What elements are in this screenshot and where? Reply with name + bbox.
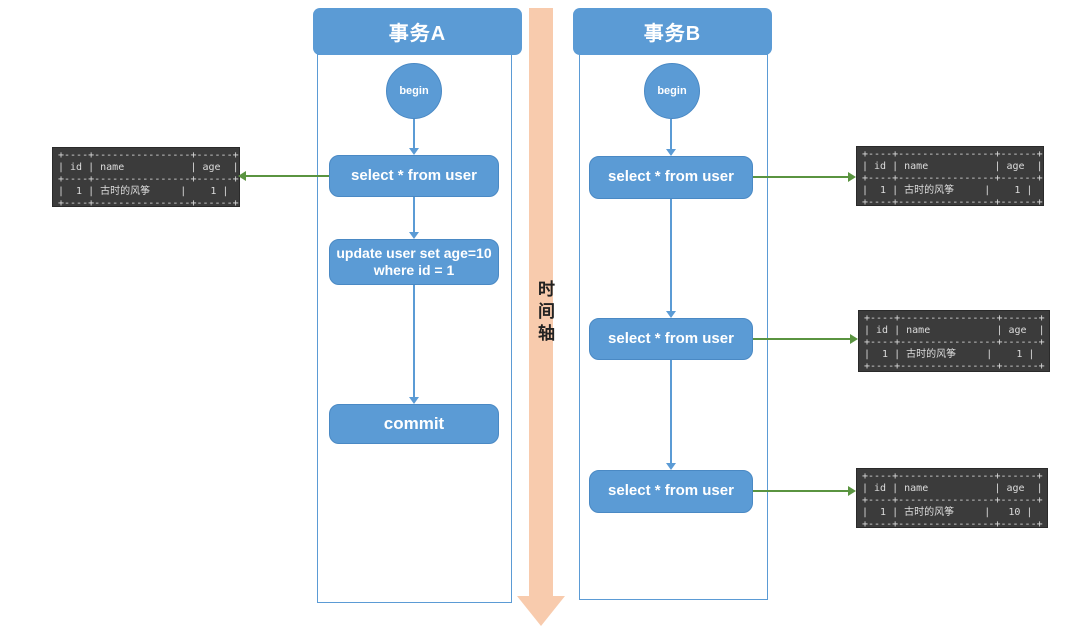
arrow-line (413, 197, 415, 233)
arrow-down-icon (666, 149, 676, 156)
result-table-b-select2: +----+----------------+------+ | id | na… (858, 310, 1050, 372)
transaction-a-update-node: update user set age=10 where id = 1 (329, 239, 499, 285)
arrow-right-icon (850, 334, 858, 344)
flow-arrow-a-update-to-commit (408, 285, 420, 404)
transaction-a-select-node: select * from user (329, 155, 499, 197)
arrow-down-icon (666, 463, 676, 470)
transaction-a-begin-node: begin (386, 63, 442, 119)
arrow-down-icon (409, 397, 419, 404)
transaction-b-title: 事务B (573, 8, 772, 55)
result-arrow-b-select3 (753, 485, 856, 497)
transaction-b-select1-node: select * from user (589, 156, 753, 199)
arrow-line (753, 490, 849, 492)
timeline-label: 时间轴 (534, 280, 554, 346)
timeline-bar (529, 8, 553, 598)
arrow-line (413, 119, 415, 149)
arrow-line (670, 360, 672, 464)
arrow-line (670, 119, 672, 150)
transaction-b-select2-node: select * from user (589, 318, 753, 360)
arrow-down-icon (409, 148, 419, 155)
arrow-down-icon (666, 311, 676, 318)
transaction-b-select3-node: select * from user (589, 470, 753, 513)
arrow-line (753, 338, 851, 340)
arrow-line (245, 175, 329, 177)
flow-arrow-a-select-to-update (408, 197, 420, 239)
flow-arrow-b-select2-to-select3 (665, 360, 677, 470)
result-arrow-b-select1 (753, 171, 856, 183)
transaction-a-title: 事务A (313, 8, 522, 55)
result-arrow-a-select (238, 170, 329, 182)
result-table-b-select3: +----+----------------+------+ | id | na… (856, 468, 1048, 528)
transaction-a-commit-node: commit (329, 404, 499, 444)
arrow-line (670, 199, 672, 312)
arrow-right-icon (848, 486, 856, 496)
result-table-b-select1: +----+----------------+------+ | id | na… (856, 146, 1044, 206)
flow-arrow-a-begin-to-select (408, 119, 420, 155)
arrow-line (413, 285, 415, 398)
result-arrow-b-select2 (753, 333, 858, 345)
flow-arrow-b-select1-to-select2 (665, 199, 677, 318)
arrow-line (753, 176, 849, 178)
result-table-a-select: +----+----------------+------+ | id | na… (52, 147, 240, 207)
arrow-left-icon (238, 171, 246, 181)
timeline-arrowhead-icon (517, 596, 565, 626)
arrow-right-icon (848, 172, 856, 182)
transaction-b-begin-node: begin (644, 63, 700, 119)
flow-arrow-b-begin-to-select1 (665, 119, 677, 156)
arrow-down-icon (409, 232, 419, 239)
